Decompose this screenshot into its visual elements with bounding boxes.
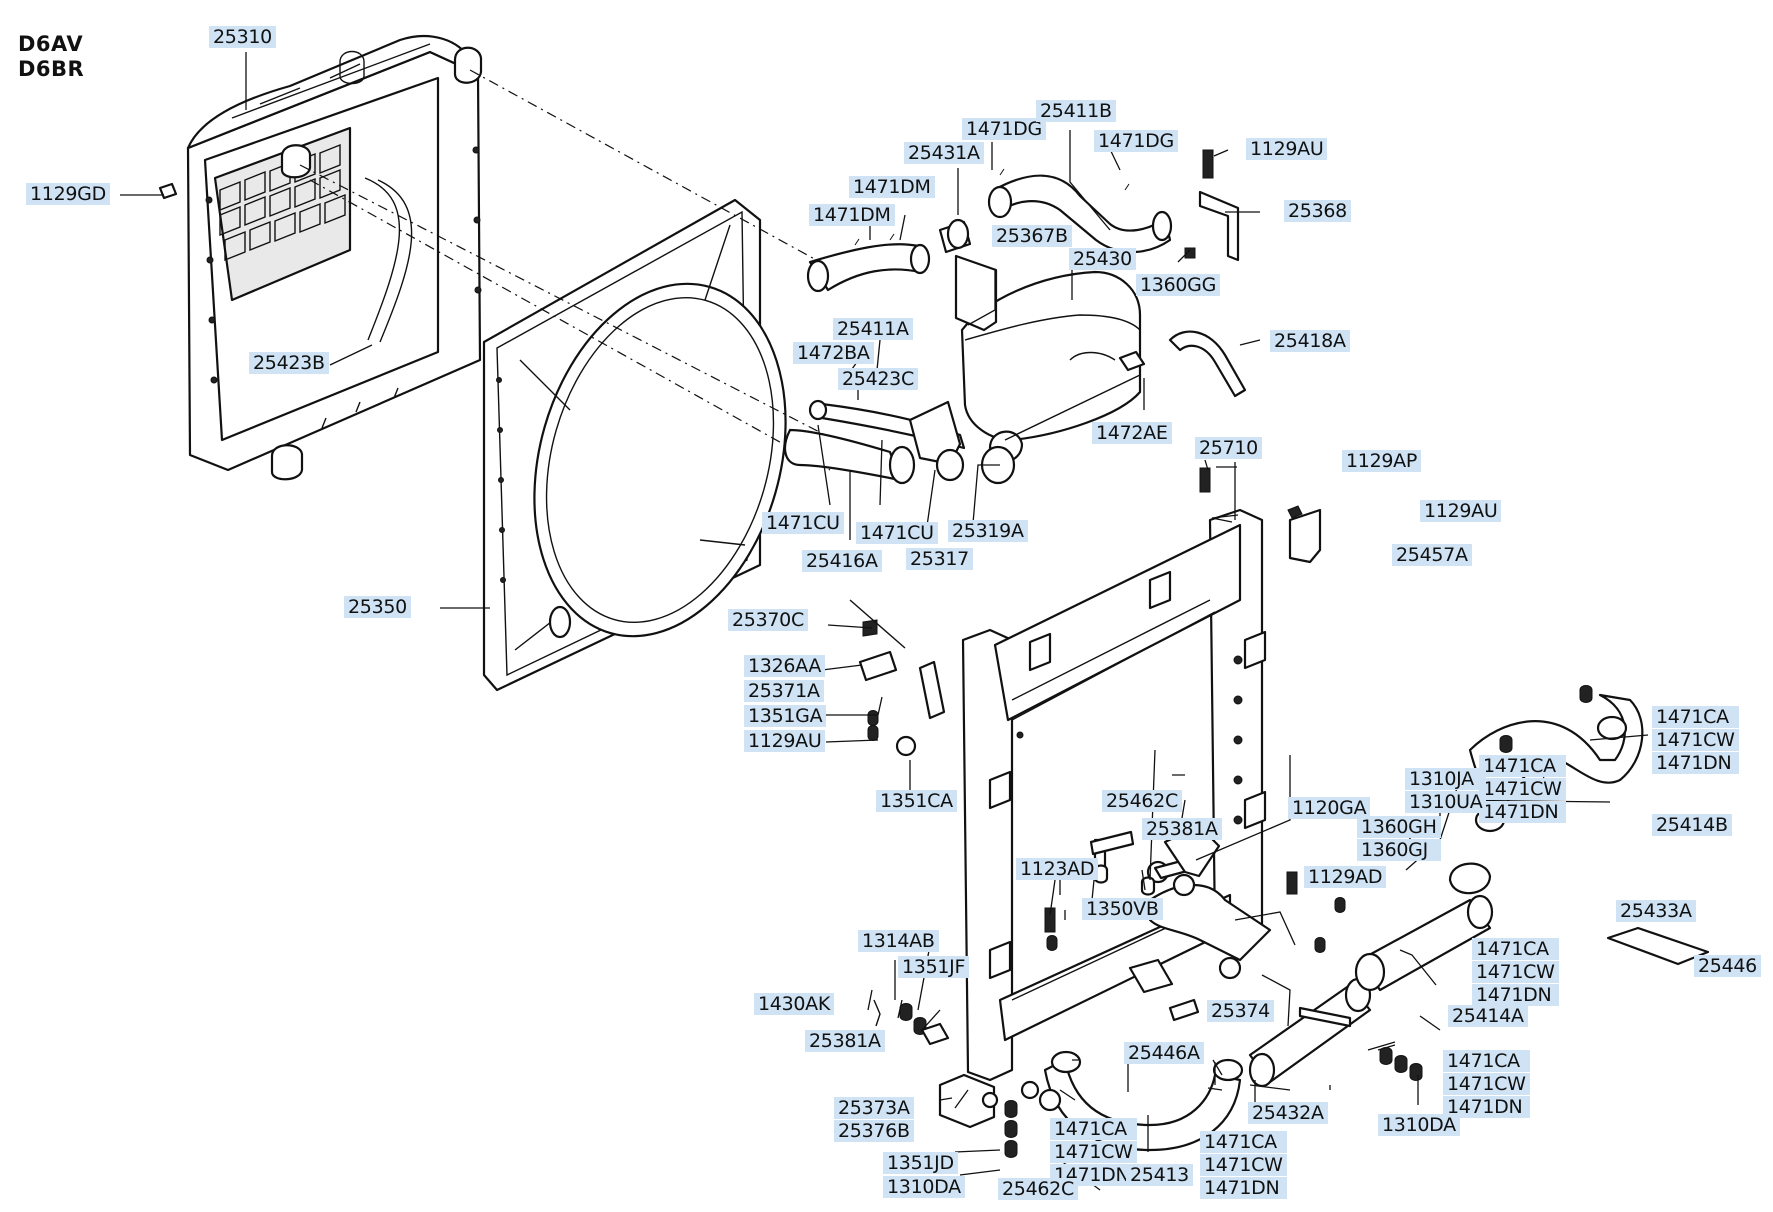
callout-25368: 25368 — [1284, 200, 1351, 223]
callout-25430: 25430 — [1069, 248, 1136, 271]
callout-25423B: 25423B — [249, 352, 329, 375]
callout-1310DA-b: 1310DA — [883, 1176, 965, 1199]
model-code-2: D6BR — [18, 57, 85, 81]
callout-1472BA: 1472BA — [793, 342, 874, 365]
callout-1129GD: 1129GD — [26, 183, 110, 206]
callout-1471CU-a: 1471CU — [762, 512, 844, 535]
upper-hoses — [806, 168, 1173, 293]
callout-25319A: 25319A — [948, 520, 1028, 543]
callout-1129AU-c: 1129AU — [744, 730, 826, 753]
callout-25432A: 25432A — [1248, 1102, 1328, 1125]
bottom-hoses — [1043, 693, 1710, 1152]
callout-25374: 25374 — [1207, 1000, 1274, 1023]
callout-25411A: 25411A — [833, 318, 913, 341]
callout-25462C-a: 25462C — [1102, 790, 1182, 813]
callout-1351JD: 1351JD — [883, 1152, 958, 1175]
callout-25462C-b: 25462C — [998, 1178, 1078, 1201]
callout-1430AK: 1430AK — [754, 993, 835, 1016]
callout-25411B: 25411B — [1036, 100, 1116, 123]
lower-hose — [783, 399, 1016, 485]
callout-1351GA: 1351GA — [744, 705, 827, 728]
callout-25423C: 25423C — [838, 368, 918, 391]
callout-25433A: 25433A — [1616, 900, 1696, 923]
model-code-1: D6AV — [18, 32, 84, 56]
callout-25413: 25413 — [1126, 1164, 1193, 1187]
callout-1310DA-a: 1310DA — [1378, 1114, 1460, 1137]
callout-1471DM-a: 1471DM — [809, 204, 895, 227]
callout-1360GG: 1360GG — [1136, 274, 1220, 297]
callout-25350: 25350 — [344, 596, 411, 619]
callout-1120GA: 1120GA — [1288, 797, 1371, 820]
callout-1129AU-a: 1129AU — [1246, 138, 1328, 161]
callout-25381A-b: 25381A — [805, 1030, 885, 1053]
callout-25317: 25317 — [906, 548, 973, 571]
callout-25710: 25710 — [1195, 437, 1262, 460]
callout-1129AD: 1129AD — [1304, 866, 1387, 889]
callout-1472AE: 1472AE — [1092, 422, 1172, 445]
callout-1350VB: 1350VB — [1082, 898, 1163, 921]
callout-1123AD: 1123AD — [1016, 858, 1099, 881]
fan-shroud — [482, 198, 787, 692]
callout-1129AU-b: 1129AU — [1420, 500, 1502, 523]
callout-25431A: 25431A — [904, 142, 984, 165]
callout-1314AB: 1314AB — [858, 930, 939, 953]
callout-25371A: 25371A — [744, 680, 824, 703]
callout-1471CU-b: 1471CU — [856, 522, 938, 545]
callout-25367B: 25367B — [992, 225, 1072, 248]
callout-25416A: 25416A — [802, 550, 882, 573]
callout-25414B: 25414B — [1652, 814, 1732, 837]
frame — [938, 508, 1272, 1129]
callout-25310: 25310 — [209, 26, 276, 49]
callout-1129AP: 1129AP — [1342, 450, 1422, 473]
callout-1326AA: 1326AA — [744, 655, 826, 678]
callout-25446: 25446 — [1694, 955, 1761, 978]
callout-25414A: 25414A — [1448, 1005, 1528, 1028]
callout-1351JF: 1351JF — [898, 956, 970, 979]
callout-1471DM-b: 1471DM — [849, 176, 935, 199]
callout-25418A: 25418A — [1270, 330, 1350, 353]
callout-1471DG-a: 1471DG — [962, 118, 1046, 141]
callout-25457A: 25457A — [1392, 544, 1472, 567]
callout-1471DG-b: 1471DG — [1094, 130, 1178, 153]
expansion-tank — [954, 190, 1247, 463]
callout-25370C: 25370C — [728, 609, 808, 632]
alignment-line — [299, 69, 836, 471]
radiator — [158, 35, 483, 481]
callout-25381A-a: 25381A — [1142, 818, 1222, 841]
callout-25446A: 25446A — [1124, 1042, 1204, 1065]
callout-1351CA: 1351CA — [876, 790, 957, 813]
fasteners — [849, 149, 1593, 1158]
